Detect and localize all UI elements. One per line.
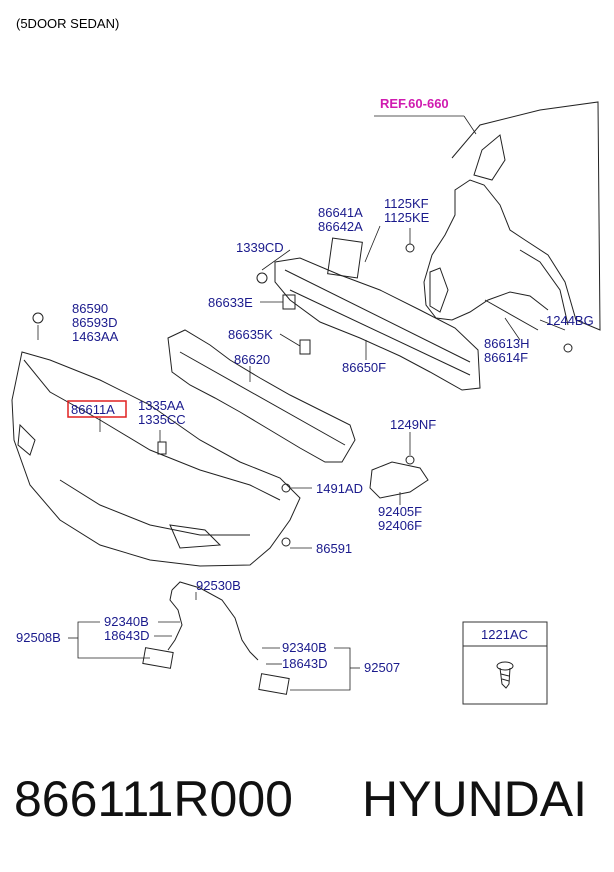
label-1125KE[interactable]: 1125KE [384, 210, 430, 225]
label-92508B[interactable]: 92508B [16, 630, 61, 645]
label-1335AA[interactable]: 1335AA [138, 398, 185, 413]
label-86613H[interactable]: 86613H [484, 336, 530, 351]
reference-label[interactable]: REF.60-660 [380, 96, 449, 111]
label-86650F[interactable]: 86650F [342, 360, 386, 375]
label-1335CC[interactable]: 1335CC [138, 412, 186, 427]
label-86591[interactable]: 86591 [316, 541, 352, 556]
label-1244BG[interactable]: 1244BG [546, 313, 594, 328]
label-86614F[interactable]: 86614F [484, 350, 528, 365]
label-92530B[interactable]: 92530B [196, 578, 241, 593]
screw-icon [496, 661, 514, 689]
variant-label: (5DOOR SEDAN) [16, 16, 119, 31]
label-1339CD[interactable]: 1339CD [236, 240, 284, 255]
absorber-drawing [167, 329, 356, 463]
quarter-panel-drawing [423, 101, 601, 331]
label-92405F[interactable]: 92405F [378, 504, 422, 519]
label-86611A[interactable]: 86611A [71, 402, 115, 417]
label-86635K[interactable]: 86635K [228, 327, 273, 342]
label-1463AA[interactable]: 1463AA [72, 329, 119, 344]
label-86633E[interactable]: 86633E [208, 295, 253, 310]
harness-drawing [142, 581, 290, 695]
label-86593D[interactable]: 86593D [72, 315, 118, 330]
part-number: 866111R000 [14, 771, 293, 827]
label-86641A[interactable]: 86641A [318, 205, 363, 220]
label-18643D-right[interactable]: 18643D [282, 656, 328, 671]
label-86620[interactable]: 86620 [234, 352, 270, 367]
fasteners-drawing [32, 243, 573, 547]
label-92507[interactable]: 92507 [364, 660, 400, 675]
bumper-beam-drawing [274, 237, 481, 391]
label-92406F[interactable]: 92406F [378, 518, 422, 533]
label-86642A[interactable]: 86642A [318, 219, 363, 234]
inset-1221AC: 1221AC [462, 621, 548, 705]
label-1249NF[interactable]: 1249NF [390, 417, 436, 432]
footer: 866111R000 HYUNDAI [0, 770, 614, 840]
label-92340B-left[interactable]: 92340B [104, 614, 149, 629]
bumper-cover-drawing [11, 351, 301, 567]
label-1221AC[interactable]: 1221AC [481, 627, 528, 642]
leader-lines [37, 225, 566, 691]
label-1491AD[interactable]: 1491AD [316, 481, 363, 496]
label-86590[interactable]: 86590 [72, 301, 108, 316]
label-92340B-right[interactable]: 92340B [282, 640, 327, 655]
brand-name: HYUNDAI [362, 771, 588, 827]
label-18643D-left[interactable]: 18643D [104, 628, 150, 643]
label-1125KF[interactable]: 1125KF [384, 196, 429, 211]
reflector-drawing [369, 461, 429, 499]
highlight-box [67, 400, 127, 418]
reference-leader [463, 115, 477, 135]
